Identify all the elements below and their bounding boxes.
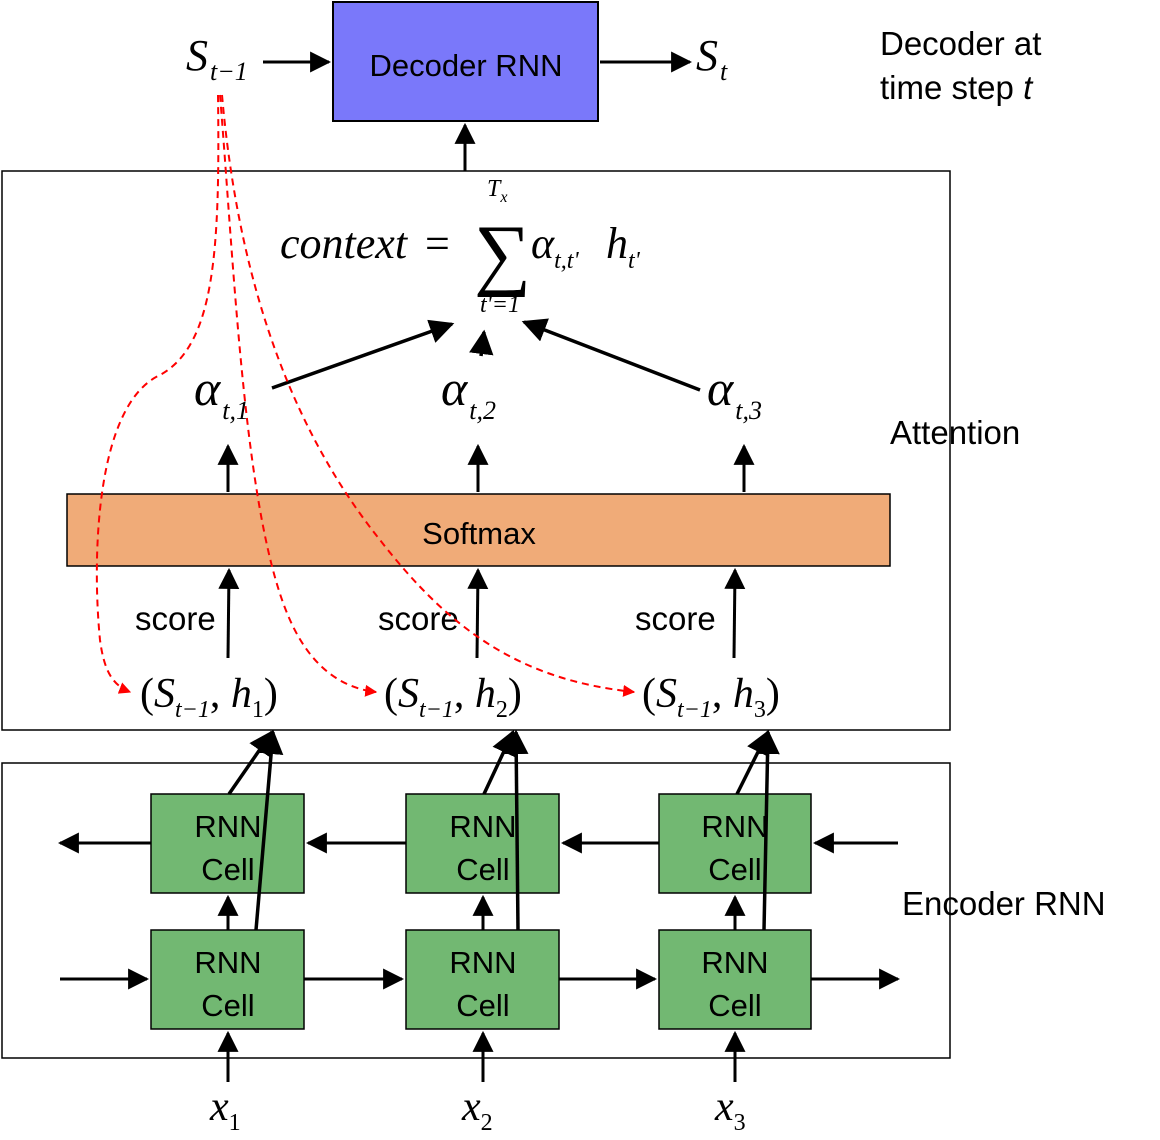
encoder-label: Encoder RNN [902,885,1106,922]
cell-line1: RNN [449,945,516,980]
forward-rnn-cell-2: RNN Cell [405,929,560,1030]
context-h-term: ht' [606,219,641,274]
input-x2: x2 [461,1084,493,1136]
cell-line1: RNN [449,809,516,844]
cell-line2: Cell [456,852,509,887]
dashed-arrow-to-pair-1 [95,94,220,694]
input-x3: x3 [714,1084,746,1136]
cell-line1: RNN [194,945,261,980]
score-pair-2: (St−1, h2) [384,671,522,723]
score-pair-3: (St−1, h3) [642,671,780,723]
h1-forward-arrow [254,729,284,931]
forward-rnn-cell-3: RNN Cell [658,929,812,1030]
cell-line2: Cell [708,988,761,1023]
cell-line2: Cell [201,852,254,887]
equals-sign: = [425,219,450,268]
cell-line1: RNN [194,809,261,844]
attention-box [1,170,951,731]
alpha-2: αt,2 [441,360,496,425]
decoder-input-state: St−1 [186,31,248,86]
score-pair-1: (St−1, h1) [140,671,278,723]
cell-line2: Cell [201,988,254,1023]
cell-line2: Cell [456,988,509,1023]
summation-lower-limit: t'=1 [480,292,520,318]
cell-line2: Cell [708,852,761,887]
summation-symbol: ∑ [474,210,531,298]
cell-line1: RNN [701,809,768,844]
alpha3-to-context-arrow [521,318,701,392]
score-label-2: score [378,600,459,637]
backward-rnn-cell-1: RNN Cell [150,793,305,894]
attention-label: Attention [890,414,1020,451]
softmax-box [66,493,891,567]
context-alpha-term: αt,t' [531,219,579,274]
h3-forward-arrow [755,729,780,931]
score1-arrow [218,567,240,659]
decoder-caption-line1: Decoder at [880,25,1041,62]
h2-forward-arrow [503,729,529,931]
input-x1: x1 [209,1084,241,1136]
score3-arrow [724,567,746,659]
context-word: context [280,219,409,268]
decoder-caption-line2: time step t [880,69,1034,106]
summation-upper-limit: Tx [487,176,507,206]
forward-rnn-cell-1: RNN Cell [150,929,305,1030]
decoder-rnn-box [332,1,599,122]
alpha-1: αt,1 [194,360,249,425]
dashed-arrow-to-pair-2 [219,94,378,697]
decoder-output-state: St [696,31,728,86]
softmax-label: Softmax [422,516,536,551]
encoder-box [1,762,951,1059]
dashed-arrow-to-pair-3 [221,94,636,697]
score2-arrow [467,567,489,659]
score-label-3: score [635,600,716,637]
alpha1-to-context-arrow [271,319,455,390]
cell-line1: RNN [701,945,768,980]
backward-rnn-cell-3: RNN Cell [658,793,812,894]
backward-rnn-cell-2: RNN Cell [405,793,560,894]
alpha-3: αt,3 [707,360,762,425]
alpha2-to-context-arrow [469,329,494,357]
decoder-rnn-label: Decoder RNN [370,48,563,83]
score-label-1: score [135,600,216,637]
